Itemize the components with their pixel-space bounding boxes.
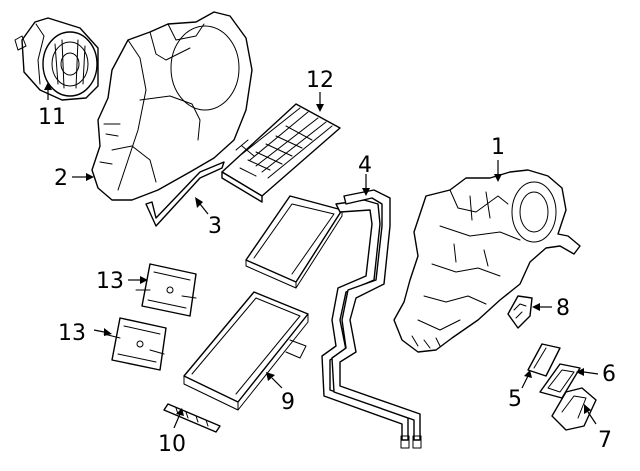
callout-10: 10 [158, 432, 186, 457]
callout-3: 3 [208, 214, 222, 239]
seal-strip-part [163, 403, 221, 433]
blower-motor-part [14, 17, 99, 101]
duct-seal-upper-part [135, 263, 197, 317]
leader-13b [93, 329, 105, 333]
leader-lines [44, 82, 599, 429]
blower-housing-part [91, 11, 253, 201]
leader-10 [173, 413, 181, 429]
callout-7: 7 [598, 428, 612, 453]
callout-9: 9 [281, 390, 295, 415]
clip-part [551, 387, 597, 431]
callout-11: 11 [38, 105, 66, 130]
callout-6: 6 [602, 362, 616, 387]
hvac-case-part [393, 169, 581, 353]
callout-labels: 1 2 3 4 5 6 7 8 9 10 11 12 13 13 [38, 68, 616, 457]
callout-12: 12 [306, 68, 334, 93]
callout-2: 2 [54, 166, 68, 191]
duct-seal-lower-part [103, 317, 167, 371]
leader-6 [583, 371, 599, 375]
filter-door-part [221, 103, 341, 203]
leader-5 [521, 375, 529, 389]
leader-3 [199, 203, 209, 215]
callout-4: 4 [358, 153, 372, 178]
callout-8: 8 [556, 296, 570, 321]
callout-1: 1 [491, 135, 505, 160]
callout-5: 5 [508, 387, 522, 412]
actuator-part [507, 295, 533, 329]
heater-core-part [245, 189, 422, 449]
evaporator-core-part [183, 291, 309, 411]
leader-7 [587, 411, 597, 425]
leader-9 [271, 377, 283, 389]
drain-hose-part [145, 161, 225, 227]
callout-13-upper: 13 [96, 269, 124, 294]
sensor-bracket-part [539, 363, 581, 399]
callout-13-lower: 13 [58, 321, 86, 346]
sensor-part [527, 343, 561, 377]
